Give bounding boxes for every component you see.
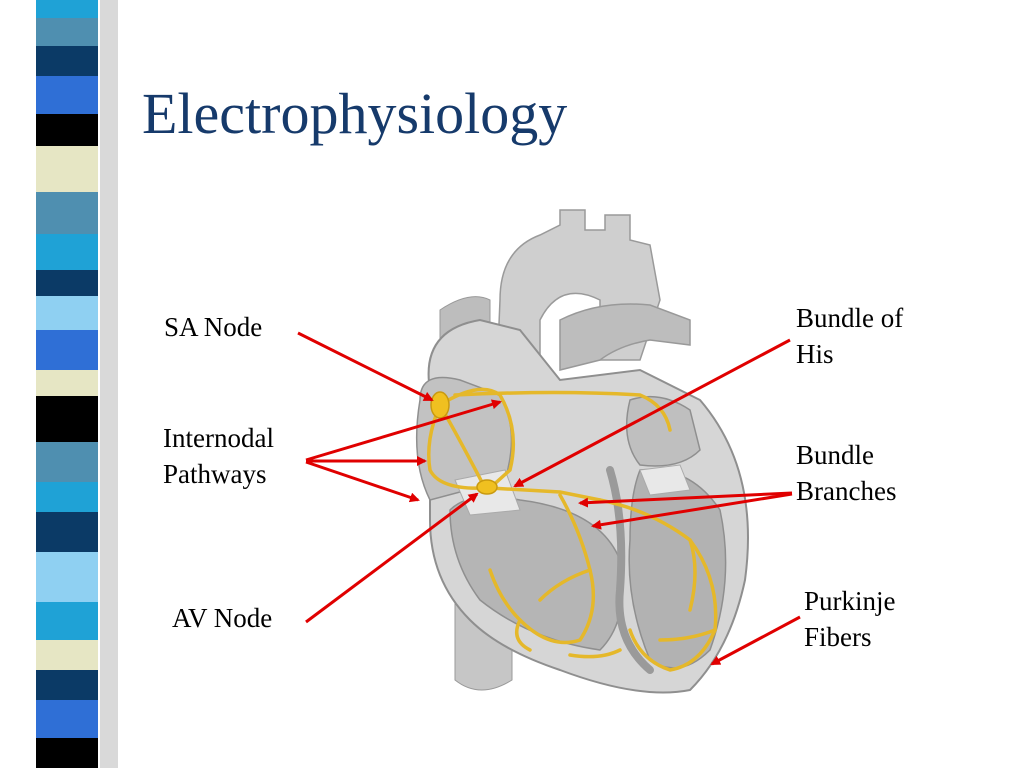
label-internodal-pathways: Internodal Pathways [163, 423, 274, 489]
arrow-internodal-3 [305, 460, 420, 503]
arrow-av-node [305, 492, 479, 624]
sa-node-marker [430, 391, 450, 419]
label-sa-node: SA Node [164, 312, 263, 342]
label-purkinje-fibers: Purkinje Fibers [804, 586, 896, 652]
conduction-system [427, 387, 718, 672]
label-arrows [297, 331, 801, 666]
arrow-internodal-1 [305, 399, 502, 462]
label-av-node: AV Node [172, 603, 273, 633]
label-bundle-branches: Bundle Branches [796, 440, 897, 506]
arrow-sa-node [297, 331, 434, 402]
arrow-bundle-branches-1 [578, 491, 793, 508]
decorative-stripe-bar [0, 0, 118, 768]
label-bundle-of-his: Bundle of His [796, 303, 904, 369]
slide-title: Electrophysiology [142, 81, 568, 146]
arrow-bundle-branches-2 [591, 492, 793, 530]
arrow-purkinje [710, 615, 801, 666]
arrow-bundle-his [513, 338, 791, 488]
av-node-marker [476, 479, 498, 495]
stripe-blocks [36, 0, 98, 768]
